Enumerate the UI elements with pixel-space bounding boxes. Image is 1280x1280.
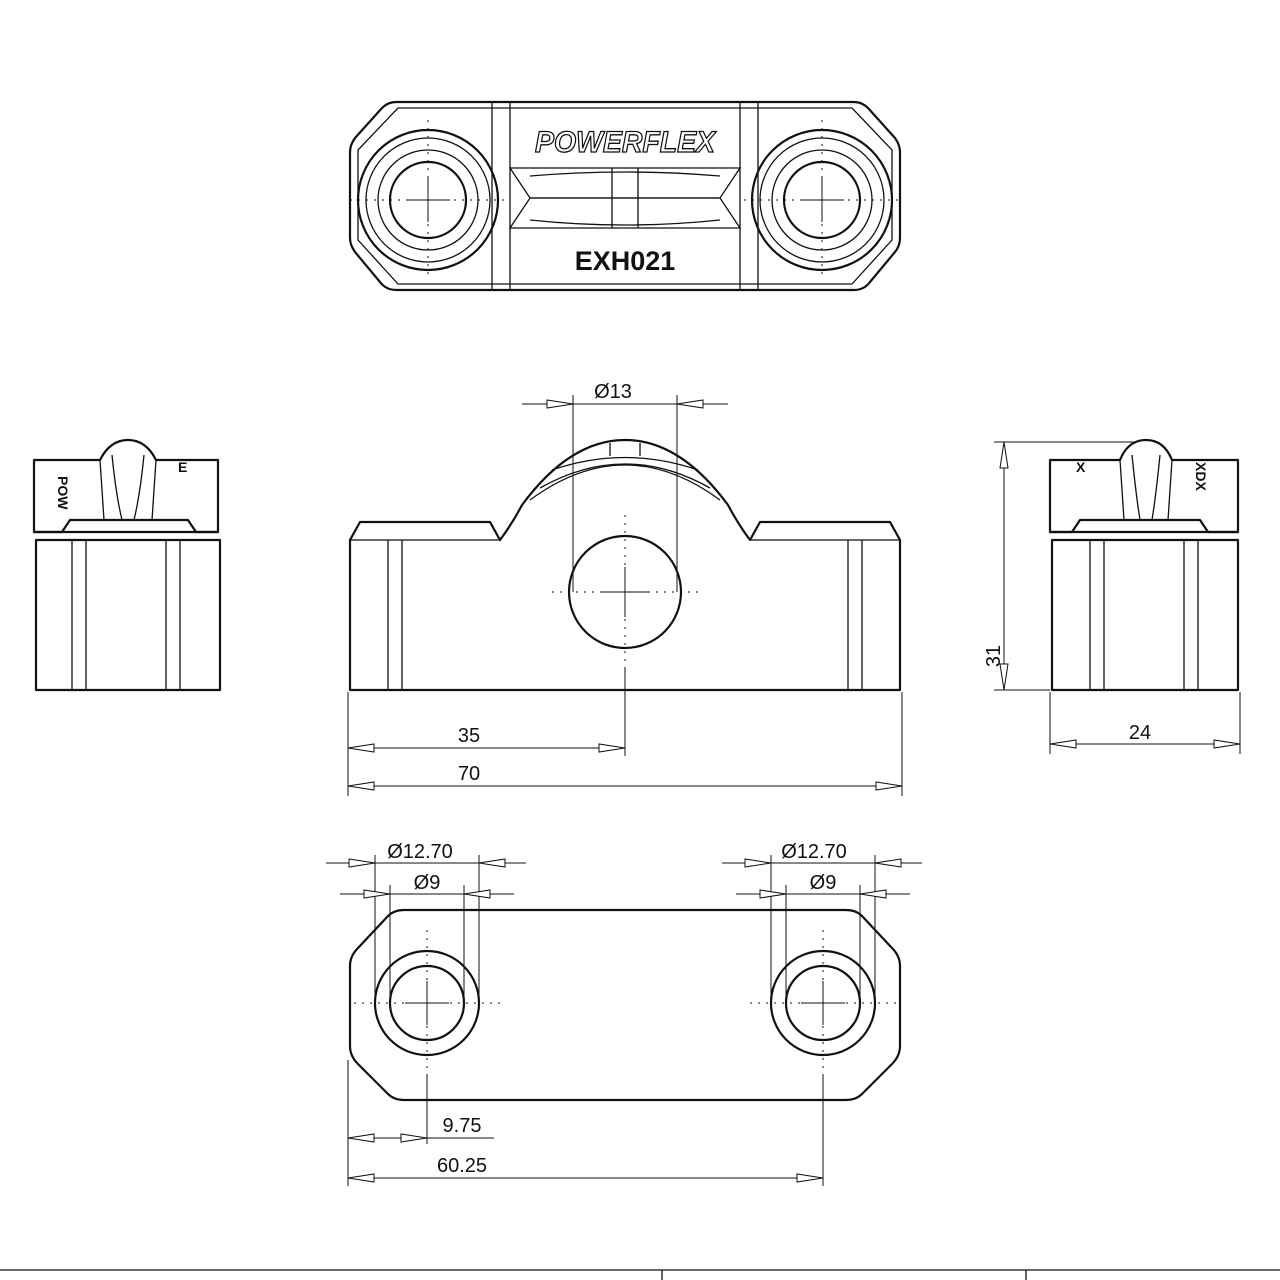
right-side-view: X XDX: [1048, 438, 1240, 692]
hole-diameter-dimension: Ø13: [594, 381, 632, 403]
height-dimension: 31: [983, 645, 1005, 667]
overall-length-dimension: 70: [458, 763, 480, 785]
part-number-label: EXH021: [575, 246, 676, 276]
right-side-mark-b: XDX: [1193, 462, 1209, 491]
edge-offset-dimension: 9.75: [443, 1115, 482, 1137]
left-side-mark-b: E: [178, 459, 187, 475]
center-offset-dimension: 35: [458, 725, 480, 747]
left-outer-diameter-dimension: Ø12.70: [387, 841, 453, 863]
front-view-dimensions: Ø13 35 70: [347, 381, 903, 796]
left-side-mark-a: POW: [55, 476, 71, 510]
front-view: [348, 438, 902, 692]
width-dimension: 24: [1129, 722, 1151, 744]
bottom-view: [348, 908, 902, 1102]
sheet-border: [0, 1269, 1280, 1280]
left-inner-diameter-dimension: Ø9: [414, 872, 441, 894]
right-side-mark-a: X: [1076, 459, 1086, 475]
brand-logo: POWERFLEX: [535, 126, 717, 159]
right-inner-diameter-dimension: Ø9: [810, 872, 837, 894]
side-view-dimensions: 31 24: [983, 441, 1241, 754]
left-side-view: POW E: [32, 438, 222, 692]
right-outer-diameter-dimension: Ø12.70: [781, 841, 847, 863]
bottom-view-dimensions: Ø12.70 Ø9 Ø12.70 Ø9 9.75 60.25: [326, 841, 922, 1186]
top-view: POWERFLEX EXH021: [348, 100, 902, 292]
hole-spacing-dimension: 60.25: [437, 1155, 487, 1177]
